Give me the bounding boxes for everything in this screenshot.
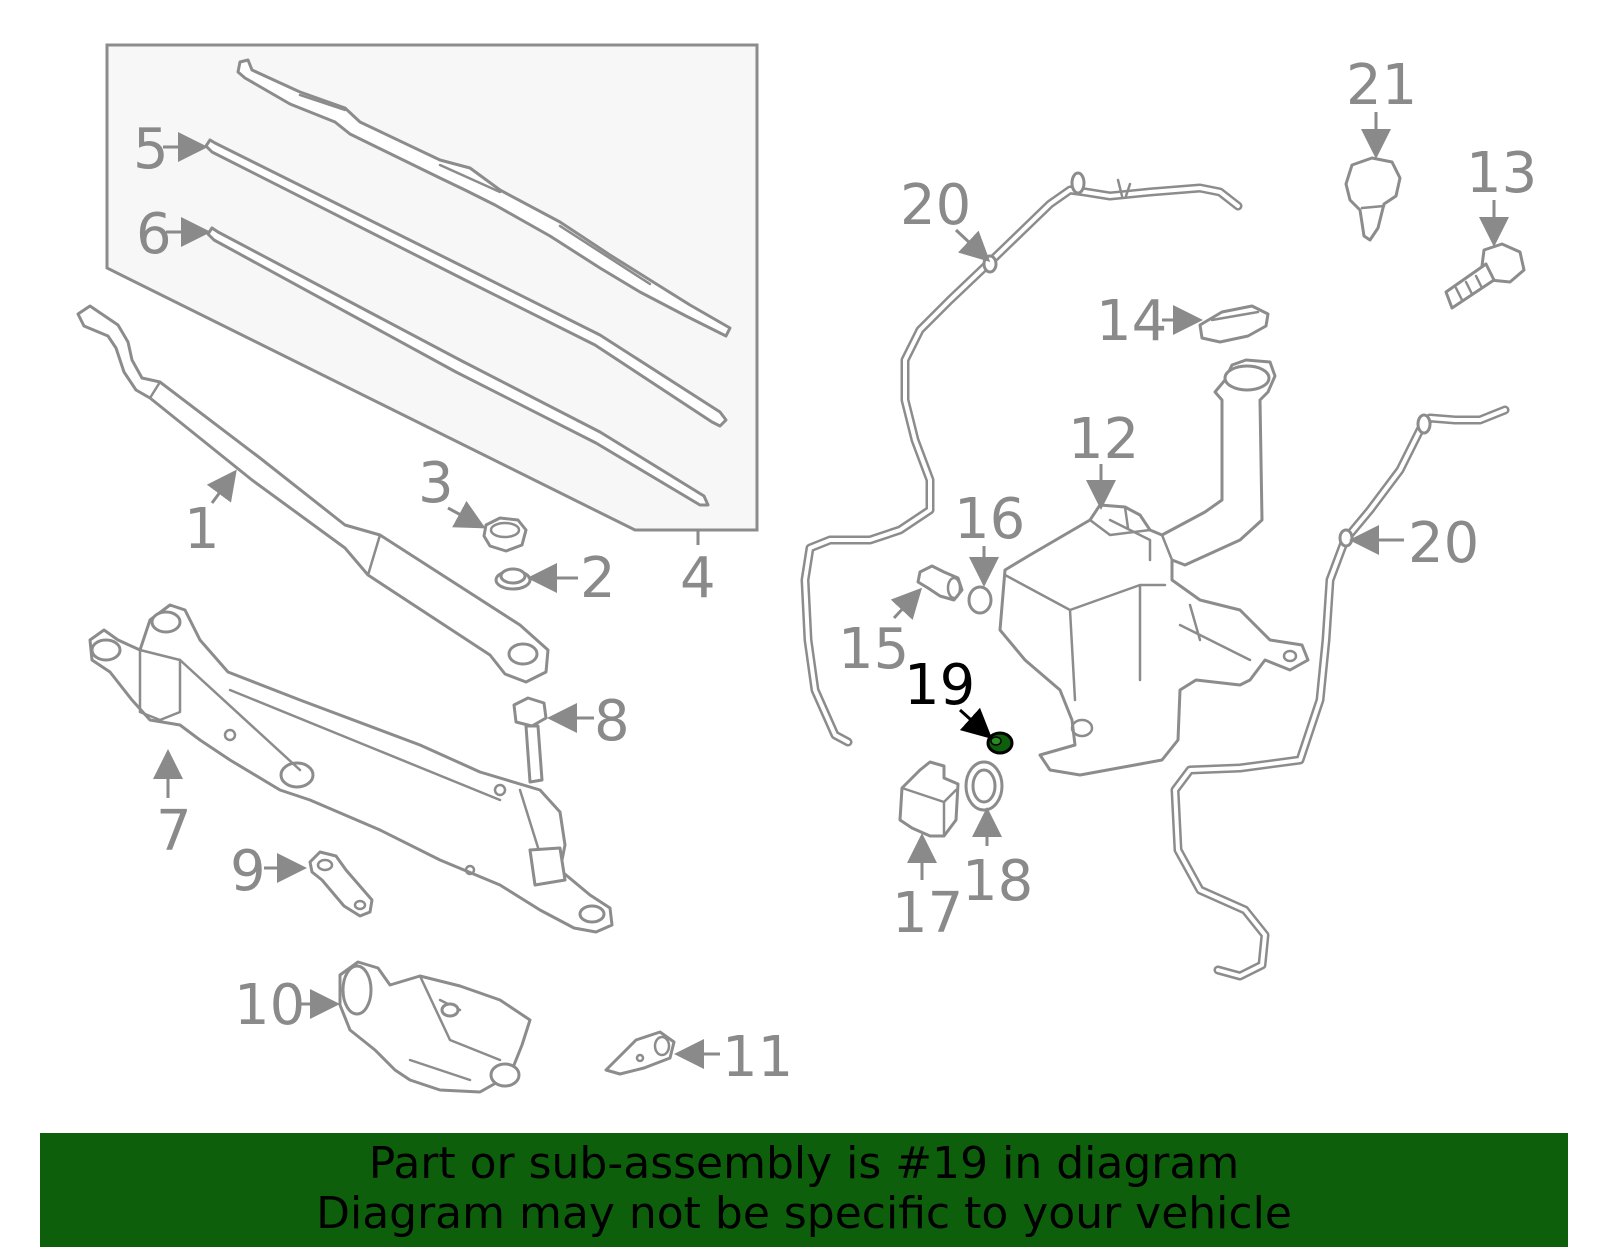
callout-3: 3 [418, 451, 454, 516]
washer-hose-rear [1170, 405, 1510, 981]
pivot-cap [482, 516, 528, 553]
wiper-arm [76, 304, 550, 684]
pivot-nut [494, 567, 532, 591]
banner-line-1: Part or sub-assembly is #19 in diagram [368, 1138, 1240, 1189]
callout-11: 11 [722, 1025, 793, 1090]
banner-line-2: Diagram may not be specific to your vehi… [316, 1188, 1292, 1239]
washer-nozzle [1344, 156, 1402, 242]
callout-arrows [153, 112, 1509, 1069]
callout-16: 16 [954, 487, 1025, 552]
callout-19-highlighted: 19 [904, 653, 975, 718]
callout-15: 15 [838, 617, 909, 682]
washer-pump [898, 760, 960, 838]
bracket [308, 850, 374, 918]
callout-20-rear: 20 [1408, 511, 1479, 576]
washer-reservoir [998, 358, 1310, 777]
blade-refill-5 [204, 138, 728, 428]
grommet-16 [967, 585, 993, 615]
callout-14: 14 [1096, 289, 1167, 354]
pump-seal [964, 760, 1004, 812]
callout-7: 7 [156, 799, 192, 864]
callout-17: 17 [892, 881, 963, 946]
callout-6: 6 [136, 202, 172, 267]
bolt [512, 696, 548, 784]
wiper-clip [604, 1030, 676, 1076]
callout-5: 5 [133, 117, 169, 182]
callout-13: 13 [1466, 141, 1537, 206]
info-banner: Part or sub-assembly is #19 in diagram D… [40, 1133, 1568, 1247]
callout-12: 12 [1068, 407, 1139, 472]
callout-8: 8 [594, 689, 630, 754]
callout-2: 2 [580, 546, 616, 611]
wiper-motor [338, 960, 532, 1094]
callout-18: 18 [962, 849, 1033, 914]
callout-1: 1 [184, 497, 220, 562]
grommet-19-highlighted[interactable] [986, 731, 1014, 755]
callout-10: 10 [234, 973, 305, 1038]
callout-21: 21 [1346, 53, 1417, 118]
callout-20-front: 20 [900, 173, 971, 238]
callout-9: 9 [230, 839, 266, 904]
wiper-linkage [88, 603, 614, 934]
screw [1444, 242, 1526, 310]
wiper-blade [236, 58, 732, 338]
blade-kit-inset-box [105, 43, 759, 532]
washer-hose-front [800, 171, 1243, 747]
hose-connector [916, 564, 964, 602]
callout-4: 4 [680, 546, 716, 611]
callout-labels: 1 2 3 4 5 6 7 8 9 10 11 12 13 14 15 16 1… [133, 53, 1537, 1090]
reservoir-cap [1198, 304, 1270, 344]
blade-refill-6 [206, 226, 710, 507]
